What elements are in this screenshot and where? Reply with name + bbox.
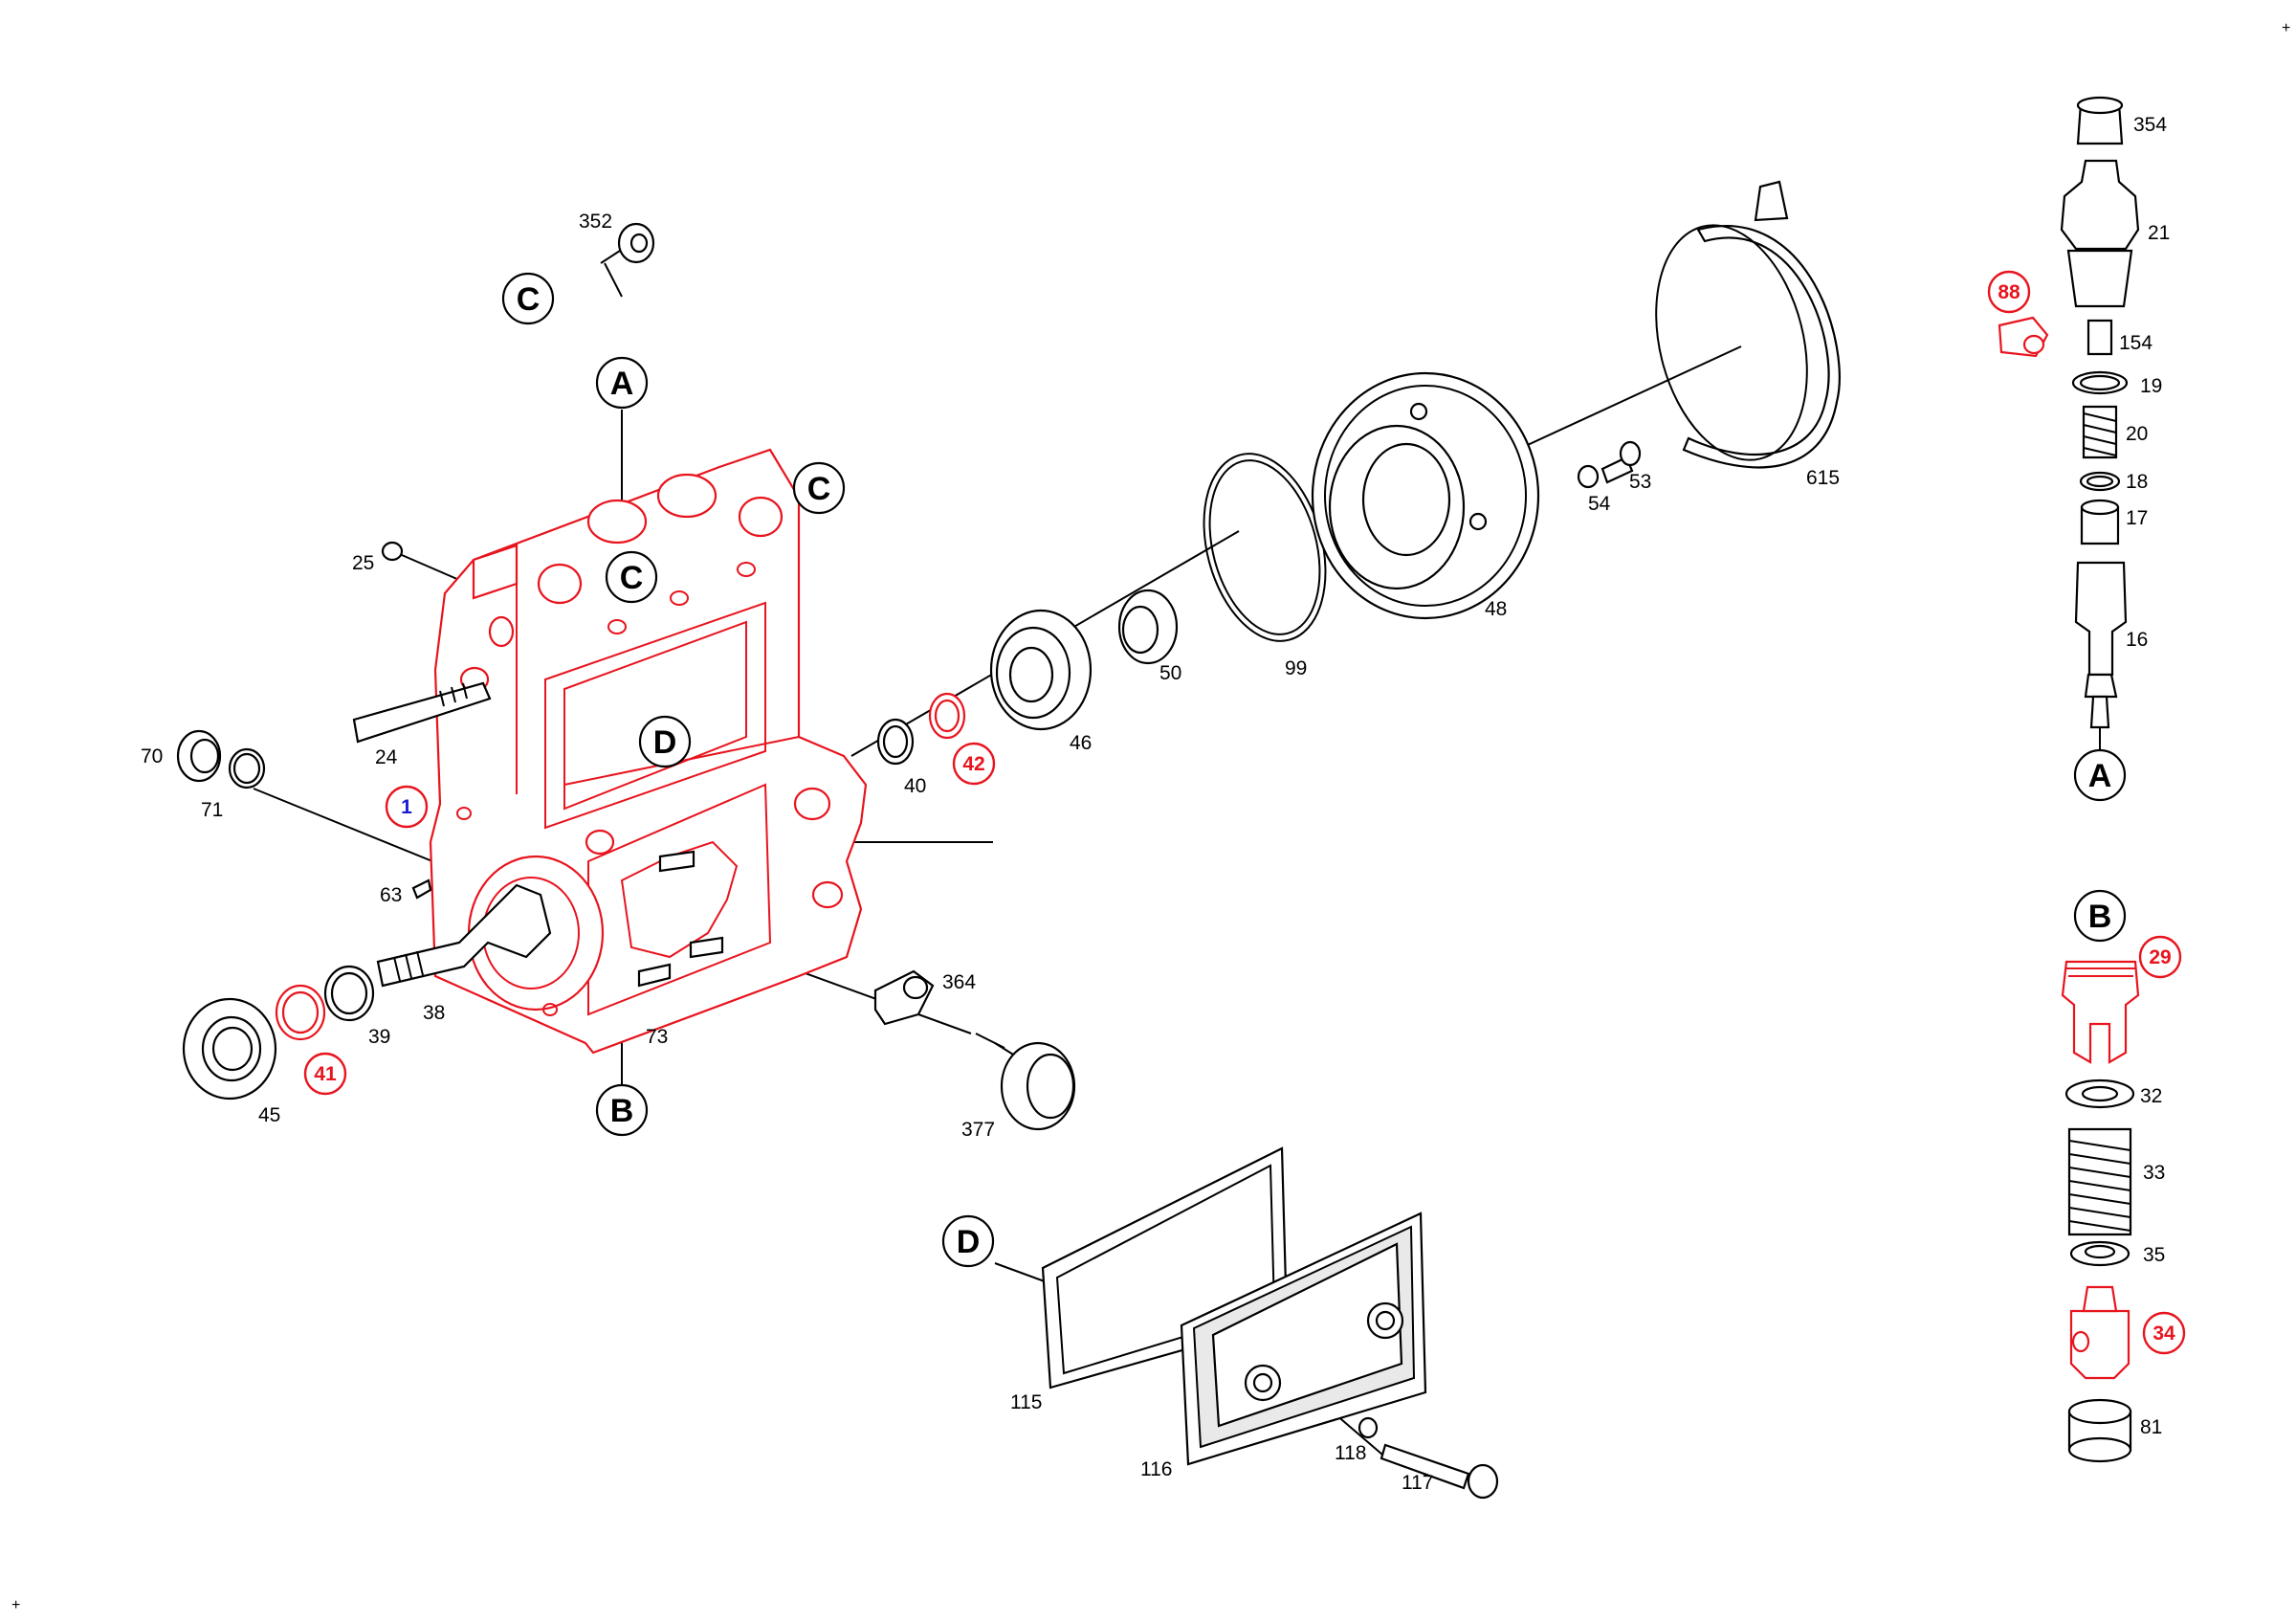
part-label-154: 154 [2119,332,2152,354]
part-number-labels: 354 21 154 19 20 18 17 16 32 33 35 81 35… [141,114,2170,1494]
part-label-615: 615 [1806,467,1840,489]
part-label-48: 48 [1485,598,1507,620]
ref-label-c-mid: C [620,560,644,596]
highlight-callouts: 88 42 41 29 34 1 [303,270,2186,1355]
part-label-39: 39 [368,1026,390,1048]
ref-circle-b-right [2073,889,2127,943]
part-label-1: 1 [401,796,412,818]
part-label-20: 20 [2126,423,2148,445]
ref-circle-c-top [501,272,555,325]
ref-circle-a-top [595,356,649,410]
part-label-18: 18 [2126,471,2148,493]
part-label-88: 88 [1998,281,2020,303]
part-label-352: 352 [579,211,612,233]
part-label-115: 115 [1010,1391,1042,1413]
ref-label-a-right: A [2088,758,2112,794]
part-label-17: 17 [2126,507,2148,529]
corner-mark-top: + [2282,20,2290,36]
ref-circle-a-right [2073,748,2127,802]
part-label-16: 16 [2126,629,2148,651]
part-label-116: 116 [1140,1458,1172,1480]
part-label-117: 117 [1402,1472,1433,1494]
ref-circle-d-mid [638,715,692,768]
ref-circle-b-bottom [595,1083,649,1137]
ref-circle-d-bottom [941,1214,995,1268]
ref-circle-c-right [792,461,846,515]
ref-label-c-top: C [517,281,541,318]
part-label-40: 40 [904,775,926,797]
part-label-21: 21 [2148,222,2170,244]
part-label-19: 19 [2140,375,2162,397]
part-label-364: 364 [942,971,976,993]
part-label-54: 54 [1588,493,1611,515]
ref-label-b-bottom: B [610,1093,634,1129]
part-label-118: 118 [1335,1442,1366,1464]
part-label-46: 46 [1070,732,1092,754]
part-label-35: 35 [2143,1244,2165,1266]
part-label-53: 53 [1629,471,1651,493]
part-label-41: 41 [314,1063,337,1085]
part-label-45: 45 [258,1104,280,1126]
part-label-99: 99 [1285,657,1307,679]
ref-label-c-right: C [807,471,831,507]
part-label-354: 354 [2133,114,2167,136]
ref-label-b-right: B [2088,899,2112,935]
right-column-b [2061,960,2140,1463]
part-label-29: 29 [2149,946,2171,968]
part-label-70: 70 [141,745,163,767]
reference-circles: A C C C D B D A B [501,272,2127,1268]
ref-label-d-bottom: D [957,1224,981,1260]
part-label-24: 24 [375,746,398,768]
part-label-33: 33 [2143,1162,2165,1184]
part-label-71: 71 [201,799,223,821]
part-label-73: 73 [646,1026,668,1048]
part-label-377: 377 [961,1119,995,1141]
part-label-32: 32 [2140,1085,2162,1107]
part-label-38: 38 [423,1002,445,1024]
part-label-50: 50 [1159,662,1181,684]
part-label-34: 34 [2152,1323,2175,1345]
part-label-63: 63 [380,884,402,906]
ref-label-a-top: A [610,366,634,402]
part-label-25: 25 [352,552,374,574]
ref-label-d-mid: D [653,724,677,761]
ref-circle-c-mid [605,550,658,604]
part-label-81: 81 [2140,1416,2162,1438]
part-label-42: 42 [962,753,984,775]
cover-parts [1041,1146,1499,1500]
corner-mark-bottom: + [11,1597,20,1613]
right-column-a [1998,96,2140,729]
left-parts [176,222,1076,1131]
shaft-parts [876,180,1841,766]
